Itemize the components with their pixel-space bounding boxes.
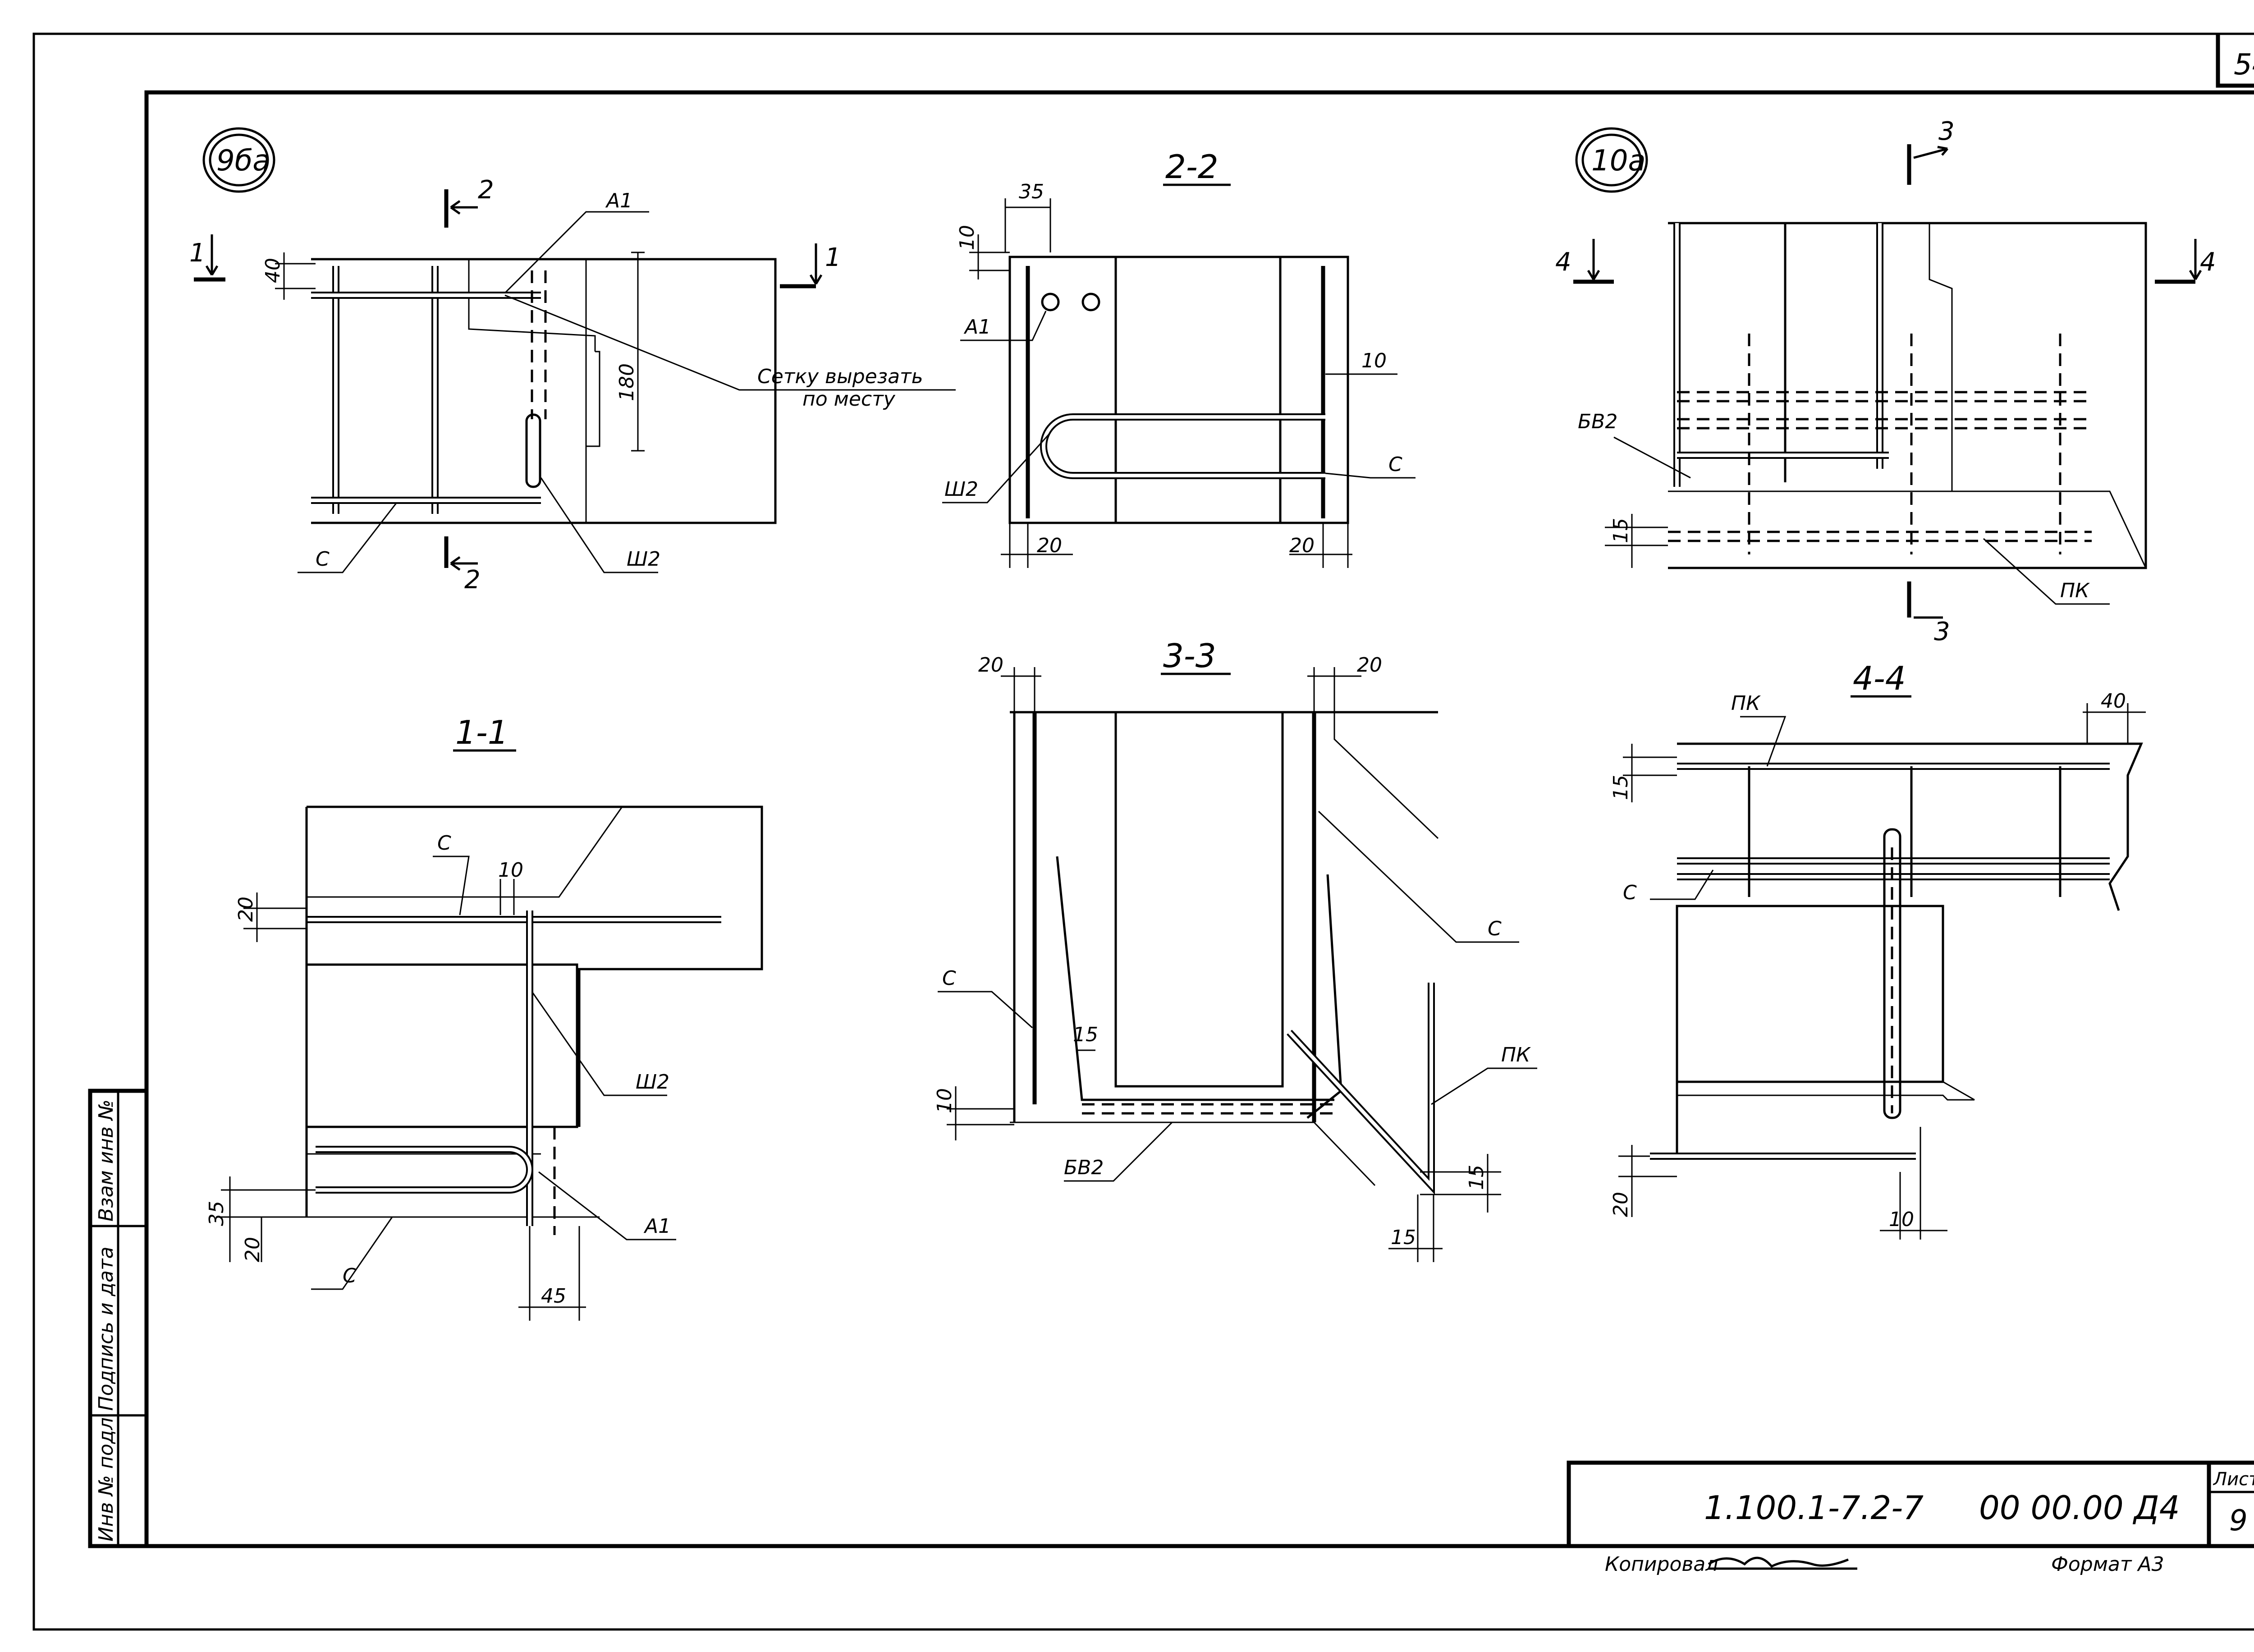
node-9ba-title: 9ба: [216, 144, 270, 178]
page-number-box: [2216, 34, 2254, 88]
label-sh2-2-2: Ш2: [944, 478, 978, 501]
node-9ba-detail: 9ба 2 2 1 1 40: [189, 127, 956, 595]
dim-15-10a: 15: [1609, 518, 1632, 543]
side-stamp: Инв № подл Подпись и дата Взам инв №: [88, 1089, 149, 1548]
dim-40-4-4: 40: [2101, 690, 2126, 713]
dim-20-1-1-top: 20: [234, 897, 257, 922]
format-label: Формат А3: [2051, 1553, 2164, 1576]
label-c-1-1-top: С: [437, 832, 451, 855]
dim-15-4-4: 15: [1609, 775, 1632, 800]
dim-15-3-3-bottom: 15: [1391, 1226, 1416, 1249]
dim-10-3-3: 10: [933, 1088, 956, 1113]
section-1-1-title: 1-1: [455, 714, 509, 751]
sheet-number: 9: [2229, 1504, 2248, 1538]
label-a1-1-1: А1: [643, 1215, 671, 1238]
dim-20-3-3-right: 20: [1357, 654, 1382, 677]
signature: [1708, 1556, 1857, 1570]
drawing-code: 00 00.00 Д4: [1979, 1489, 2180, 1527]
label-pk-4-4: ПК: [1731, 692, 1761, 715]
cut-1-label-left: 1: [189, 238, 206, 268]
label-c-1-1-bottom: С: [343, 1264, 357, 1287]
note-cut-mesh-line1: Сетку вырезать: [757, 365, 923, 388]
label-a1-2-2: А1: [963, 316, 991, 339]
label-c-2-2: С: [1388, 453, 1402, 476]
section-3-3-title: 3-3: [1163, 637, 1216, 675]
label-c-3-3-left: С: [942, 967, 956, 990]
dim-10-2-2-right: 10: [1361, 349, 1387, 372]
dim-35-2-2: 35: [1019, 180, 1044, 203]
dim-20-4-4: 20: [1609, 1192, 1632, 1217]
section-1-1: 1-1 20 10 35 20 45 С Ш2 А1 С: [205, 714, 763, 1321]
page-number: 54: [2234, 48, 2254, 82]
node-10a-title: 10а: [1591, 144, 1646, 178]
designation: 1.100.1-7.2-7: [1704, 1489, 1924, 1527]
label-sh2-9ba: Ш2: [627, 548, 660, 571]
dim-20-1-1-bottom: 20: [241, 1237, 264, 1262]
dim-10-4-4: 10: [1889, 1208, 1914, 1231]
dim-20-2-2-right: 20: [1289, 534, 1315, 557]
dim-20-2-2-left: 20: [1037, 534, 1062, 557]
label-c-9ba: С: [316, 548, 330, 571]
label-pk-3-3: ПК: [1501, 1043, 1531, 1066]
stamp-inv-podl: Инв № подл: [95, 1417, 118, 1542]
section-4-4: 4-4 40 15 20 10 ПК С: [1609, 659, 2146, 1240]
title-block: 1.100.1-7.2-7 00 00.00 Д4 Лист 9: [1567, 1460, 2254, 1548]
dim-15-3-3-inner: 15: [1073, 1023, 1098, 1046]
sheet-label: Лист: [2213, 1469, 2254, 1490]
section-2-2-title: 2-2: [1165, 148, 1219, 186]
label-bv2-3-3: БВ2: [1064, 1156, 1104, 1179]
cut-3-label-top: 3: [1938, 117, 1955, 146]
dim-40-9ba: 40: [261, 258, 284, 283]
section-2-2: 2-2 35 10 10 20 20 А1 Ш2 С: [942, 148, 1416, 568]
cut-1-label-right: 1: [825, 243, 841, 272]
section-3-3: 3-3 20 20 15 10 15 15 С С ПК БВ2: [933, 637, 1537, 1262]
label-bv2-10a: БВ2: [1578, 410, 1617, 433]
dim-10-1-1: 10: [498, 859, 523, 882]
dim-20-3-3-left: 20: [978, 654, 1003, 677]
dim-180: 180: [615, 363, 638, 401]
node-10a-detail: 10а 3 3 4 4 15 БВ2 П: [1555, 117, 2216, 646]
label-a1-9ba: А1: [605, 189, 632, 212]
inner-frame: [144, 90, 2254, 1548]
dim-35-1-1: 35: [205, 1201, 228, 1226]
cut-4-label-left: 4: [1555, 247, 1571, 277]
dim-15-3-3-right: 15: [1465, 1165, 1488, 1190]
cut-4-label-right: 4: [2200, 247, 2216, 277]
label-c-4-4: С: [1623, 881, 1637, 904]
copied-by: Копировал: [1605, 1553, 1718, 1576]
outer-frame: [32, 32, 2254, 1631]
stamp-vzam: Взам инв №: [95, 1099, 118, 1222]
label-sh2-1-1: Ш2: [636, 1071, 669, 1094]
label-c-3-3-right: С: [1488, 917, 1502, 940]
dim-45-1-1: 45: [541, 1285, 566, 1308]
cut-2-label-top: 2: [478, 175, 494, 205]
section-4-4-title: 4-4: [1853, 659, 1906, 697]
note-cut-mesh-line2: по месту: [802, 388, 896, 411]
stamp-podpis: Подпись и дата: [95, 1247, 118, 1411]
cut-2-label-bottom: 2: [464, 565, 481, 595]
cut-3-label-bottom: 3: [1934, 617, 1950, 646]
dim-10-2-2-left: 10: [956, 225, 979, 250]
label-pk-10a: ПК: [2060, 579, 2090, 602]
